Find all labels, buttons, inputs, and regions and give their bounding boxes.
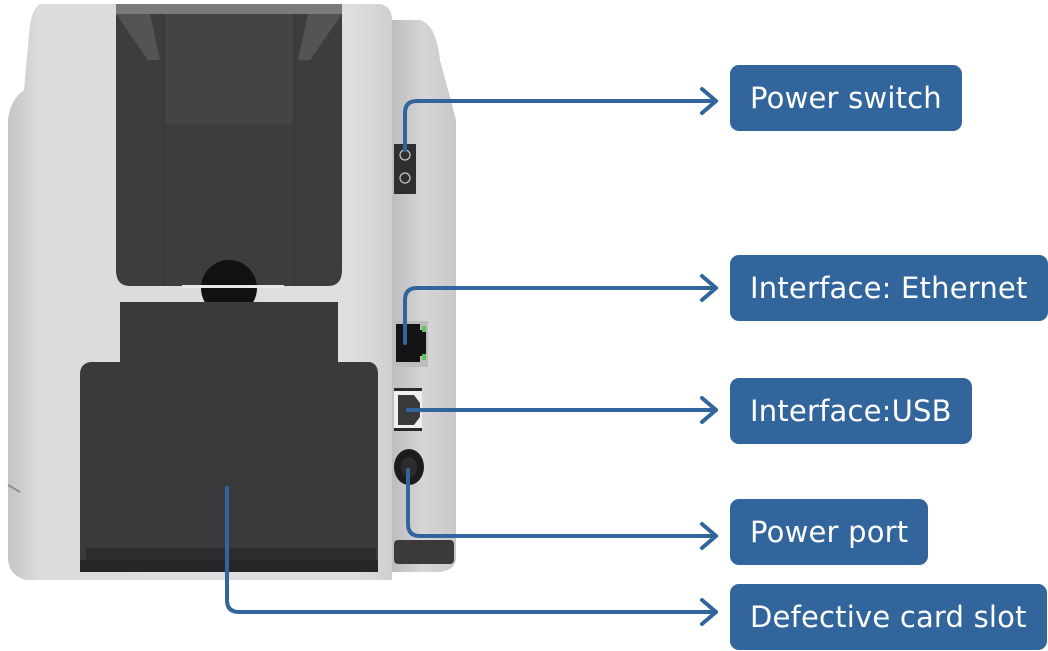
callout-line-ethernet [403,286,718,345]
power-port-component [394,449,424,485]
callout-arrowhead-usb [700,396,718,424]
label-interface-usb: Interface:USB [730,378,972,444]
output-tray [80,302,378,572]
callout-arrowhead-power-switch [700,87,718,115]
callout-arrowhead-defective-card-slot [700,598,718,626]
label-defective-card-slot: Defective card slot [730,584,1047,650]
callout-line-defective-card-slot [225,486,718,614]
label-interface-ethernet: Interface: Ethernet [730,255,1048,321]
ethernet-port [394,321,428,367]
callout-line-power-switch [403,99,718,152]
callout-line-power-port [406,468,718,538]
callout-arrowhead-ethernet [700,274,718,302]
label-power-port: Power port [730,499,929,565]
callout-arrowhead-power-port [700,522,718,550]
power-switch-component [394,144,416,194]
printer-foot [394,540,454,564]
label-power-switch: Power switch [730,65,962,131]
